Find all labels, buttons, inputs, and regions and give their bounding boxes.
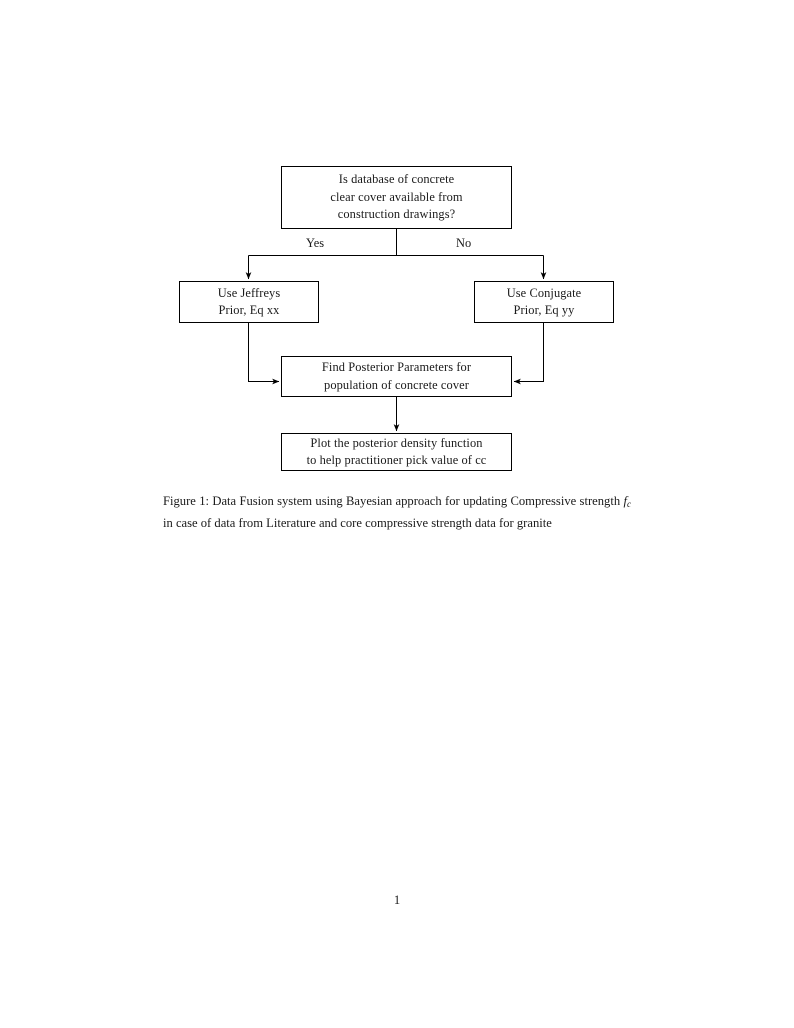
flow-node-question-line-2: clear cover available from (330, 189, 463, 204)
figure-caption-text-before: Data Fusion system using Bayesian approa… (209, 494, 624, 508)
flow-node-question-line-3: construction drawings? (337, 207, 456, 222)
flow-node-conjugate-prior: Use Conjugate Prior, Eq yy (474, 281, 614, 323)
edge-label-no: No (456, 236, 472, 250)
math-symbol-subscript: c (626, 498, 631, 509)
flow-node-jeffreys-line-2: Prior, Eq xx (218, 303, 280, 317)
flow-node-plot-line-1: Plot the posterior density function (310, 435, 483, 450)
flowchart-connectors (245, 229, 547, 432)
edge-label-yes: Yes (306, 236, 325, 250)
figure-caption-text-after: in case of data from Literature and core… (163, 516, 552, 531)
flow-node-jeffreys-line-1: Use Jeffreys (217, 285, 281, 300)
edge-conjugate-to-posterior (513, 323, 545, 385)
page-number: 1 (393, 893, 401, 907)
flow-node-plot-line-2: to help practitioner pick value of cc (306, 453, 487, 467)
flow-node-plot-density: Plot the posterior density function to h… (281, 433, 512, 471)
flow-node-posterior-line-1: Find Posterior Parameters for (321, 360, 472, 374)
figure-caption-label: Figure 1: (163, 494, 210, 508)
figure-caption: Figure 1: Data Fusion system using Bayes… (163, 492, 631, 533)
flow-node-question-line-1: Is database of concrete (338, 172, 455, 187)
flow-node-conjugate-line-1: Use Conjugate (506, 285, 582, 300)
flow-node-question: Is database of concrete clear cover avai… (281, 166, 512, 229)
flow-node-conjugate-line-2: Prior, Eq yy (513, 303, 575, 317)
figure-flowchart: Is database of concrete clear cover avai… (0, 0, 794, 490)
flow-node-posterior-line-2: population of concrete cover (324, 377, 469, 392)
figure-caption-math-symbol: fc (623, 494, 631, 509)
edge-jeffreys-to-posterior (247, 323, 280, 385)
math-symbol-base: f (623, 494, 627, 508)
flow-node-find-posterior: Find Posterior Parameters for population… (281, 356, 512, 397)
flow-node-jeffreys-prior: Use Jeffreys Prior, Eq xx (179, 281, 319, 323)
